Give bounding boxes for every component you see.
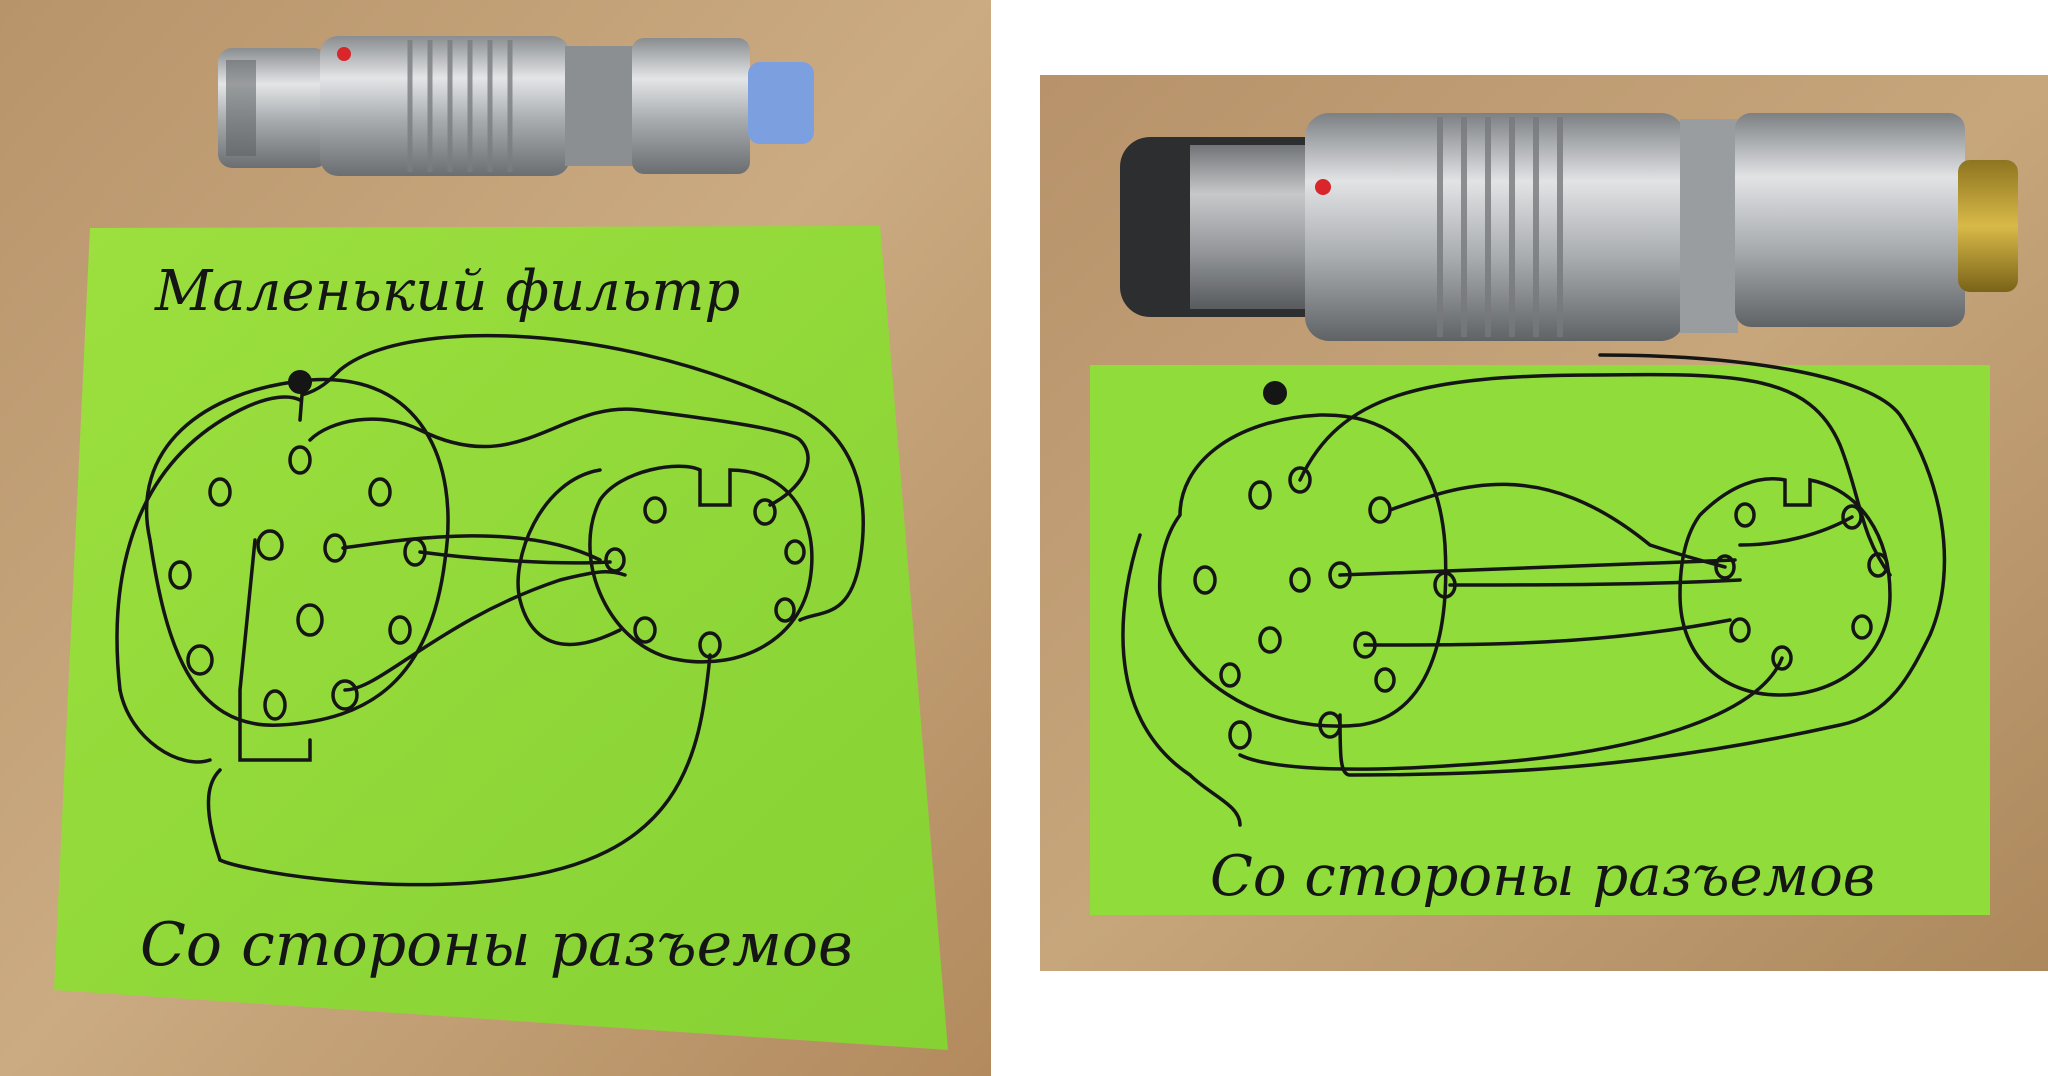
left-photo-canvas: Маленький фильтр Со стороны разъемов — [0, 0, 991, 1076]
wiring-sketch — [1121, 353, 1947, 827]
blue-plug — [748, 62, 814, 144]
left-photo: Маленький фильтр Со стороны разъемов — [0, 0, 991, 1076]
red-dot — [337, 47, 351, 61]
sticky-note — [1090, 365, 1990, 915]
right-photo: Со стороны разъемов — [1040, 75, 2048, 971]
note-title: Маленький фильтр — [154, 259, 740, 324]
note-caption: Со стороны разъемов — [1210, 844, 1875, 909]
connector-image — [1120, 113, 2018, 341]
connector-image — [218, 36, 814, 176]
note-caption: Со стороны разъемов — [140, 910, 853, 980]
small-connector-pins — [604, 496, 806, 659]
small-connector-pins — [1714, 502, 1889, 671]
wiring-sketch — [115, 333, 865, 887]
key-marker-dot — [288, 370, 312, 394]
brass-tip — [1958, 160, 2018, 292]
sticky-note — [54, 226, 948, 1050]
key-marker-dot — [1263, 381, 1287, 405]
right-photo-canvas: Со стороны разъемов — [1040, 75, 2048, 971]
red-dot — [1315, 179, 1331, 195]
